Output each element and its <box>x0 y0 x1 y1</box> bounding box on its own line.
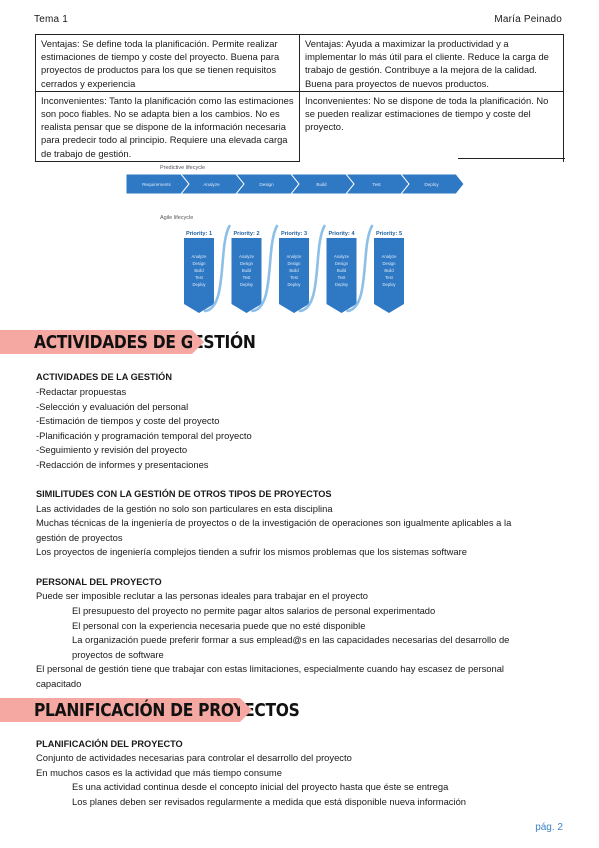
iteration-step-label: Build <box>289 268 299 273</box>
iteration-step-label: Test <box>385 275 394 280</box>
list-item: -Redactar propuestas <box>36 386 127 397</box>
iteration-step-label: Build <box>242 268 252 273</box>
iteration-loop-arrow <box>346 224 374 313</box>
list-item: -Seguimiento y revisión del proyecto <box>36 444 188 455</box>
agile-drawbacks-cell: Inconvenientes: No se dispone de toda la… <box>299 90 564 162</box>
iteration-step-label: Design <box>382 261 396 266</box>
priority-label: Priority: 5 <box>376 231 402 237</box>
list-item: -Planificación y programación temporal d… <box>36 430 252 441</box>
table-row: Ventajas: Se define toda la planificació… <box>35 34 564 92</box>
planning-heading: PLANIFICACIÓN DEL PROYECTO <box>36 739 183 749</box>
priority-label: Priority: 2 <box>233 231 259 237</box>
indented-line: Es una actividad continua desde el conce… <box>72 781 449 792</box>
iteration-step-label: Design <box>192 261 206 266</box>
iteration-step-label: Design <box>240 261 254 266</box>
iteration-step-label: Build <box>337 268 347 273</box>
similarities-heading: SIMILITUDES CON LA GESTIÓN DE OTROS TIPO… <box>36 489 332 499</box>
iteration-step-label: Deploy <box>287 282 301 287</box>
iteration-loop-arrow <box>203 224 231 313</box>
agile-advantages-cell: Ventajas: Ayuda a maximizar la productiv… <box>299 34 564 92</box>
section-title: Actividades de gestión <box>34 332 256 353</box>
iteration-arrow <box>279 238 309 313</box>
iteration-arrow <box>326 238 357 313</box>
predictive-step-label: Analyze <box>203 182 220 187</box>
list-item: -Selección y evaluación del personal <box>36 401 189 412</box>
predictive-step-label: Design <box>259 182 274 187</box>
indented-line: El presupuesto del proyecto no permite p… <box>72 605 436 616</box>
paragraph-line: gestión de proyectos <box>36 532 123 543</box>
staff-heading: PERSONAL DEL PROYECTO <box>36 577 162 587</box>
iteration-loop-arrow <box>298 224 326 313</box>
list-item: -Redacción de informes y presentaciones <box>36 459 209 470</box>
iteration-arrow <box>231 238 262 313</box>
iteration-step-label: Test <box>338 275 347 280</box>
iteration-step-label: Deploy <box>192 282 206 287</box>
iteration-step-label: Analyze <box>382 254 398 259</box>
list-item: -Estimación de tiempos y coste del proye… <box>36 415 220 426</box>
iteration-step-label: Deploy <box>382 282 396 287</box>
page-number: pág. 2 <box>535 822 563 833</box>
iteration-step-label: Analyze <box>192 254 208 259</box>
iteration-step-label: Design <box>335 261 349 266</box>
paragraph-line: Los proyectos de ingeniería complejos ti… <box>36 546 467 557</box>
iteration-step-label: Analyze <box>287 254 303 259</box>
iteration-arrow <box>374 238 404 313</box>
priority-label: Priority: 4 <box>328 231 355 237</box>
indented-line: Los planes deben ser revisados regularme… <box>72 796 466 807</box>
iteration-step-label: Analyze <box>334 254 350 259</box>
paragraph-line: capacitado <box>36 678 82 689</box>
iteration-step-label: Build <box>194 268 204 273</box>
paragraph-line: El personal de gestión tiene que trabaja… <box>36 663 504 674</box>
paragraph-line: En muchos casos es la actividad que más … <box>36 767 282 778</box>
iteration-step-label: Test <box>290 275 299 280</box>
iteration-step-label: Deploy <box>240 282 254 287</box>
paragraph-line: Las actividades de la gestión no solo so… <box>36 503 333 514</box>
predictive-steps: Requirements Analyze Design Build Test Deploy <box>126 173 465 195</box>
iteration-step-label: Build <box>384 268 394 273</box>
iteration-step-label: Test <box>243 275 252 280</box>
predictive-drawbacks-cell: Inconvenientes: Tanto la planificación c… <box>35 90 300 162</box>
indented-line: proyectos de software <box>72 649 164 660</box>
iteration-step-label: Analyze <box>239 254 255 259</box>
predictive-step-label: Deploy <box>424 182 439 187</box>
predictive-step-label: Build <box>316 182 327 187</box>
predictive-step-label: Requirements <box>142 182 171 187</box>
iteration-loop-arrow <box>251 224 279 313</box>
activities-heading: ACTIVIDADES DE LA GESTIÓN <box>36 372 172 382</box>
predictive-step-arrow <box>399 173 465 195</box>
table-bottom-border <box>458 158 565 159</box>
paragraph-line: Muchas técnicas de la ingeniería de proy… <box>36 517 512 528</box>
predictive-advantages-cell: Ventajas: Se define toda la planificació… <box>35 34 300 92</box>
iteration-step-label: Test <box>195 275 204 280</box>
iteration-step-label: Design <box>287 261 301 266</box>
iteration-step-label: Deploy <box>335 282 349 287</box>
iteration-arrow <box>184 238 214 313</box>
indented-line: El personal con la experiencia necesaria… <box>72 620 366 631</box>
agile-lifecycle-title: Agile lifecycle <box>160 215 193 221</box>
header-left: Tema 1 <box>34 14 68 25</box>
paragraph-line: Conjunto de actividades necesarias para … <box>36 752 352 763</box>
header-right: María Peinado <box>494 14 562 25</box>
priority-label: Priority: 3 <box>281 231 307 237</box>
section-title: Planificación de proyectos <box>34 700 300 721</box>
predictive-step-label: Test <box>372 182 381 187</box>
indented-line: La organización puede preferir formar a … <box>72 634 510 645</box>
paragraph-line: Puede ser imposible reclutar a las perso… <box>36 590 368 601</box>
predictive-lifecycle-title: Predictive lifecycle <box>160 165 205 171</box>
table-row: Inconvenientes: Tanto la planificación c… <box>35 90 564 162</box>
comparison-table: Ventajas: Se define toda la planificació… <box>35 34 564 162</box>
priority-label: Priority: 1 <box>186 231 212 237</box>
section-banner-actividades: Actividades de gestión <box>0 330 256 354</box>
section-banner-planificacion: Planificación de proyectos <box>0 698 300 722</box>
